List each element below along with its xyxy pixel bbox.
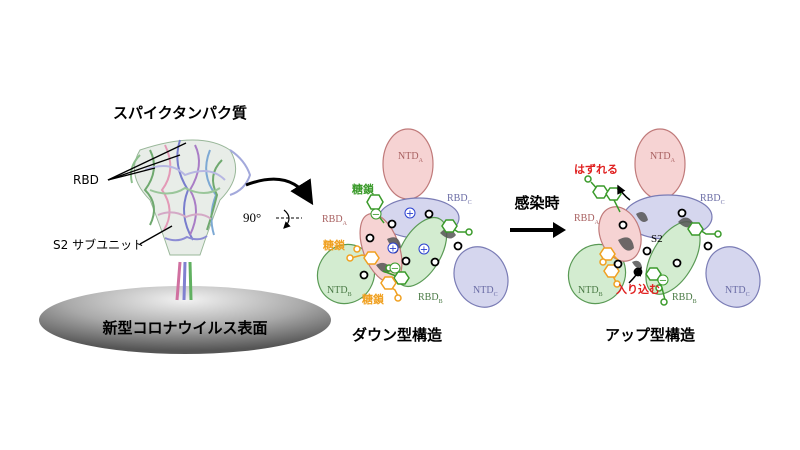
up-ntd-b-sub: B <box>599 292 603 298</box>
svg-text:RBDA: RBDA <box>574 213 600 226</box>
svg-text:RBDB: RBDB <box>672 292 697 305</box>
svg-text:RBDA: RBDA <box>322 214 348 227</box>
down-ntd-a <box>382 128 434 200</box>
down-ntd-c-label: NTD <box>473 285 494 296</box>
svg-text:RBDC: RBDC <box>700 193 725 206</box>
down-panel: NTDA NTDC RBDC NTDB RBDB RBDA <box>316 128 509 344</box>
svg-text:RBDC: RBDC <box>447 193 472 206</box>
up-rbd-b-sub: B <box>693 299 697 305</box>
down-minus-1: − <box>372 210 380 221</box>
transition: 感染時 <box>510 194 566 238</box>
down-rbd-b-label: RBD <box>418 292 439 303</box>
spike-stalks <box>175 261 193 301</box>
s2-pointer-line <box>139 225 173 245</box>
down-rbd-a-label: RBD <box>322 214 343 225</box>
down-ntd-a-sub: A <box>419 158 424 164</box>
up-ntd-c <box>705 246 761 308</box>
virus-surface-label: 新型コロナウイルス表面 <box>102 319 267 337</box>
down-rbd-c-sub: C <box>468 200 472 206</box>
down-ntd-b-sub: B <box>348 292 352 298</box>
up-detach-arrow <box>617 184 631 201</box>
down-glycans-green <box>366 194 473 285</box>
down-rbd-c-label: RBD <box>447 193 468 204</box>
spike-structure <box>130 139 252 256</box>
virus-surface <box>39 286 331 354</box>
down-ntd-b <box>316 243 376 305</box>
svg-text:NTDA: NTDA <box>398 151 424 164</box>
down-caption: ダウン型構造 <box>352 326 442 344</box>
up-caption: アップ型構造 <box>605 326 695 344</box>
down-plus-3: + <box>420 245 428 256</box>
down-ntd-b-label: NTD <box>327 285 348 296</box>
rotation-angle-label: 90° <box>243 210 261 225</box>
up-charges: − <box>657 274 669 287</box>
down-glycan-label-left: 糖鎖 <box>323 238 346 252</box>
down-minus-2: − <box>391 264 399 275</box>
up-panel: NTDA NTDC RBDC NTDB RBDB RBDA <box>567 128 761 344</box>
s2-subunit-label: S2 サブユニット <box>53 237 144 252</box>
left-panel: スパイクタンパク質 新型コロナウイルス表面 <box>39 104 331 354</box>
down-plus-2: + <box>389 244 397 255</box>
up-insert-arrow <box>628 266 642 284</box>
up-ntd-a-label: NTD <box>650 151 671 162</box>
rbd-label: RBD <box>73 173 99 187</box>
up-ntd-a <box>634 128 686 200</box>
spike-protein-title: スパイクタンパク質 <box>113 104 247 122</box>
rotation-axis-icon <box>276 209 302 229</box>
up-glycans-green <box>645 222 722 306</box>
svg-text:NTDC: NTDC <box>473 285 498 298</box>
transition-label: 感染時 <box>514 194 559 212</box>
up-s2-label: S2 <box>651 233 663 245</box>
up-detached-glycan <box>584 175 622 213</box>
svg-text:NTDC: NTDC <box>725 285 750 298</box>
down-plus-1: + <box>406 209 414 220</box>
up-ntd-c-label: NTD <box>725 285 746 296</box>
svg-text:NTDA: NTDA <box>650 151 676 164</box>
down-ntd-c-sub: C <box>494 292 498 298</box>
down-glycans-orange <box>346 245 402 302</box>
svg-text:RBDB: RBDB <box>418 292 443 305</box>
up-ntd-b-label: NTD <box>578 285 599 296</box>
rbd-pointer-lines <box>107 142 187 181</box>
up-rbd-c-sub: C <box>721 200 725 206</box>
up-rbd-c-label: RBD <box>700 193 721 204</box>
down-rbd-b-sub: B <box>439 299 443 305</box>
up-minus-1: − <box>659 276 667 287</box>
up-rbd-b-label: RBD <box>672 292 693 303</box>
up-detach-label: はずれる <box>574 162 618 176</box>
down-ntd-c <box>453 246 509 308</box>
rotation-arrow <box>245 177 314 206</box>
up-insert-label: 入り込む <box>616 282 660 296</box>
up-glycans-orange <box>599 247 621 288</box>
up-rbd-a-sub: A <box>595 220 600 226</box>
svg-text:NTDB: NTDB <box>327 285 352 298</box>
up-ntd-c-sub: C <box>746 292 750 298</box>
down-charges: + + + − − <box>370 207 430 275</box>
up-ntd-a-sub: A <box>671 158 676 164</box>
down-glycan-label-bottom: 糖鎖 <box>362 292 385 306</box>
up-rbd-a-label: RBD <box>574 213 595 224</box>
down-glycan-label-top: 糖鎖 <box>352 182 375 196</box>
down-rbd-a-sub: A <box>343 221 348 227</box>
svg-text:NTDB: NTDB <box>578 285 603 298</box>
down-ntd-a-label: NTD <box>398 151 419 162</box>
